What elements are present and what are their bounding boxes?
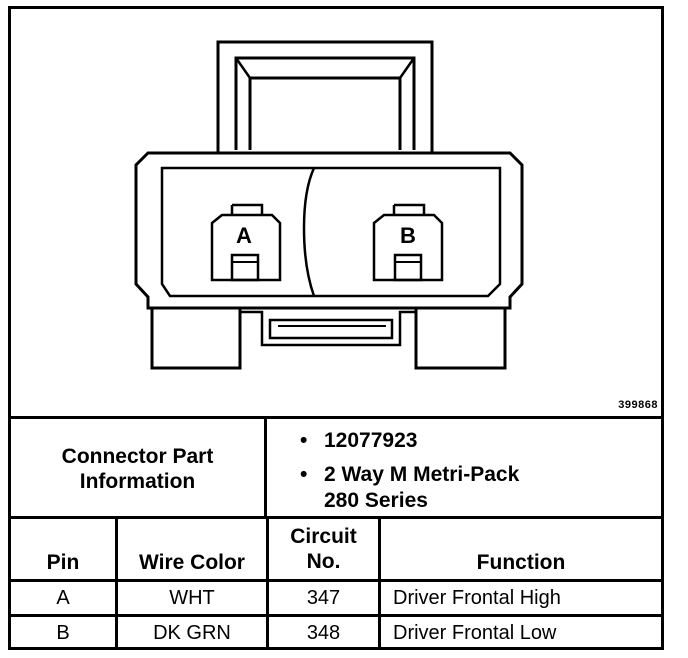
connector-series: 280 Series: [324, 489, 428, 512]
row-b-circuit: 348: [306, 622, 341, 644]
part-number: 12077923: [324, 429, 418, 452]
connector-skirt-left: [150, 308, 242, 370]
table-col-divider-2: [266, 516, 269, 650]
table-header-top-border: [8, 516, 664, 519]
figure-id: 399868: [618, 399, 658, 411]
row-a-wire-color: WHT: [169, 587, 215, 609]
table-header-bottom-border: [8, 579, 664, 582]
table-top-border: [8, 416, 664, 419]
bullet-icon: [300, 488, 324, 514]
header-wire-color: Wire Color: [139, 551, 245, 574]
pin-label-a: A: [236, 223, 252, 248]
header-pin: Pin: [46, 551, 80, 574]
bullet-part-number: • 12077923: [300, 428, 660, 454]
connector-lock-tab-inner: [234, 56, 416, 150]
table-row-divider: [8, 614, 664, 617]
row-a-circuit: 347: [306, 587, 341, 609]
connector-lock-tab: [216, 40, 434, 153]
row-a-function: Driver Frontal High: [393, 587, 561, 609]
bullet-icon: •: [300, 429, 308, 452]
connector-diagram-frame: [8, 6, 664, 650]
bullet-series: 280 Series: [300, 488, 660, 514]
header-circuit-line1: Circuit: [290, 525, 357, 548]
pin-cavity-a: [210, 203, 282, 282]
connector-face: [160, 166, 502, 298]
header-function: Function: [476, 551, 566, 574]
connector-type: 2 Way M Metri-Pack: [324, 463, 520, 486]
connector-latch: [240, 310, 416, 347]
table-col-divider-3: [378, 516, 381, 650]
connector-divider: [302, 167, 316, 297]
bullet-connector-type: • 2 Way M Metri-Pack: [300, 462, 660, 488]
connector-skirt-right: [414, 308, 507, 370]
pin-label-b: B: [400, 223, 416, 248]
row-b-function: Driver Frontal Low: [393, 622, 557, 644]
connector-part-info-label: Connector Part Information: [11, 444, 264, 494]
row-b-pin: B: [56, 622, 70, 644]
table-divider-info: [264, 416, 267, 518]
connector-part-info-line2: Information: [79, 470, 196, 493]
table-col-divider-1: [115, 516, 118, 650]
connector-part-bullets: • 12077923 • 2 Way M Metri-Pack 280 Seri…: [300, 428, 660, 514]
connector-part-info-line1: Connector Part: [61, 445, 214, 468]
connector-lock-tab-window: [248, 76, 402, 150]
connector-body: [134, 151, 524, 310]
header-circuit-no: Circuit No.: [269, 524, 378, 574]
bullet-icon: •: [300, 463, 308, 486]
header-circuit-line2: No.: [306, 550, 341, 573]
pin-cavity-b: [372, 203, 444, 282]
row-b-wire-color: DK GRN: [153, 622, 231, 644]
row-a-pin: A: [56, 587, 70, 609]
